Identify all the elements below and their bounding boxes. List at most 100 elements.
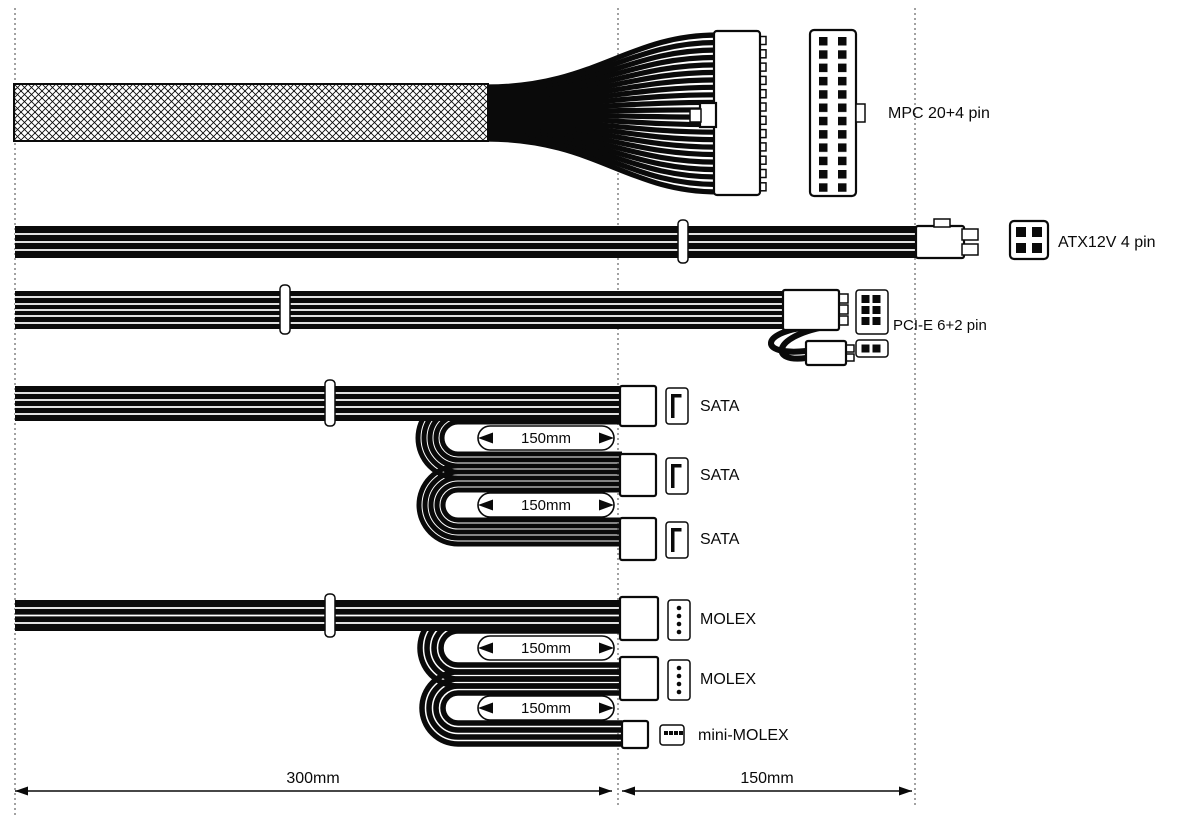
loop-wire xyxy=(428,475,622,535)
sata-cable: 150mm 150mm SATA SATA SATA xyxy=(15,379,740,562)
pcie-label: PCI-E 6+2 pin xyxy=(893,317,987,334)
molex-connector-1 xyxy=(618,595,660,642)
mpc-connector-latch xyxy=(698,101,718,129)
mpc-wire xyxy=(486,124,718,158)
mpc-pinout-pins xyxy=(819,37,847,192)
atx-connector-latch xyxy=(933,218,951,228)
sata-port-icon-3 xyxy=(665,521,689,559)
mini-molex-port-icon xyxy=(659,724,685,746)
arrow-left-icon xyxy=(478,642,493,654)
atx-pinout-pin xyxy=(1032,227,1042,237)
mini-molex-port-pin xyxy=(674,731,678,735)
atx-connector-pin xyxy=(961,228,979,241)
atx-pinout-icon xyxy=(1008,219,1050,261)
pcie-pinout-pin xyxy=(872,344,881,353)
arrow-right-icon xyxy=(599,702,614,714)
arrow-left-icon xyxy=(622,786,635,796)
arrow-left-icon xyxy=(15,786,28,796)
molex-port-body xyxy=(667,599,691,641)
sata-port-icon-1 xyxy=(665,387,689,425)
sata-port-body xyxy=(665,457,689,495)
arrow-right-icon xyxy=(599,432,614,444)
dimension-main-label: 300mm xyxy=(286,770,339,787)
molex-loop-2 xyxy=(419,669,622,747)
mpc-wire xyxy=(486,131,718,180)
loop-wire xyxy=(416,463,622,547)
molex-port-pin xyxy=(676,605,682,611)
molex-label-1: MOLEX xyxy=(700,611,756,628)
cable-tie xyxy=(677,219,689,264)
mpc-wire xyxy=(486,62,718,100)
atx-pinout-pin xyxy=(1032,243,1042,253)
loop-wire xyxy=(422,469,622,541)
loop-wire xyxy=(440,487,622,523)
sata-port-slot xyxy=(671,464,675,488)
molex-cable: 150mm 150mm xyxy=(15,593,789,750)
sata-port-slot xyxy=(671,394,675,418)
pcie-pinout-pin xyxy=(872,306,881,314)
cable-tie xyxy=(324,379,336,427)
mpc-wire xyxy=(486,126,718,165)
molex-port-icon-1 xyxy=(667,599,691,641)
segment-length-label: 150mm xyxy=(521,430,571,447)
loop-wire xyxy=(438,628,622,668)
molex-label-2: MOLEX xyxy=(700,671,756,688)
sata-connector-2 xyxy=(618,452,658,498)
mpc-cable: MPC 20+4 pin xyxy=(13,28,990,198)
mpc-wire xyxy=(486,119,718,143)
segment-length-label: 150mm xyxy=(521,640,571,657)
mpc-pinout-latch xyxy=(855,103,866,123)
pcie-pinout-icon xyxy=(855,289,889,358)
loop-wire xyxy=(434,481,622,529)
sata-label-2: SATA xyxy=(700,467,740,484)
mpc-wire xyxy=(486,32,718,90)
sata-port-icon-2 xyxy=(665,457,689,495)
mini-molex-connector xyxy=(620,719,650,750)
mpc-wire xyxy=(486,111,718,120)
mpc-wire xyxy=(486,121,718,150)
atx-connector xyxy=(914,224,966,260)
pcie-pinout-pin xyxy=(861,344,870,353)
molex-port-icon-2 xyxy=(667,659,691,701)
arrow-right-icon xyxy=(599,499,614,511)
dimension-end-label: 150mm xyxy=(740,770,793,787)
atx-pinout-body xyxy=(1008,219,1050,261)
atx12v-cable: ATX12V 4 pin xyxy=(15,218,1156,264)
mini-molex-port-pin xyxy=(664,731,668,735)
pcie-pinout-body xyxy=(855,289,889,335)
sata-port-slot xyxy=(674,464,682,468)
pcie-pinout-pin xyxy=(872,317,881,325)
loop-wire xyxy=(439,419,622,457)
sata-port-slot xyxy=(674,394,682,398)
atx-connector-pin xyxy=(961,243,979,256)
dimension-end-span: 150mm xyxy=(622,770,912,796)
molex-port-pin xyxy=(676,673,682,679)
mini-molex-port-pin xyxy=(679,731,683,735)
mpc-connector-latch-knob xyxy=(689,108,702,123)
sata-port-body xyxy=(665,387,689,425)
arrow-left-icon xyxy=(478,499,493,511)
mpc-wire xyxy=(486,69,718,102)
molex-port-body xyxy=(667,659,691,701)
loop-wire xyxy=(426,676,622,740)
atx-pinout-pin xyxy=(1016,227,1026,237)
arrow-right-icon xyxy=(599,642,614,654)
mpc-wire xyxy=(486,114,718,128)
mpc-wire xyxy=(486,39,718,93)
pcie-pinout-pin xyxy=(872,295,881,303)
sata-loop-2 xyxy=(416,463,622,547)
mpc-wire-fan xyxy=(486,32,718,195)
molex-port-pin xyxy=(676,681,682,687)
pcie-pinout-pin xyxy=(861,317,870,325)
mpc-wire xyxy=(486,77,718,105)
sata-label-1: SATA xyxy=(700,398,740,415)
pcie-pinout-pin xyxy=(861,306,870,314)
molex-port-pin xyxy=(676,629,682,635)
cable-tie xyxy=(279,284,291,335)
atx-label: ATX12V 4 pin xyxy=(1058,234,1156,251)
pcie-cable: PCI-E 6+2 pin xyxy=(15,284,987,367)
sata-ribbon xyxy=(15,386,620,421)
mpc-wire xyxy=(486,84,718,107)
loop-wire xyxy=(419,669,622,747)
